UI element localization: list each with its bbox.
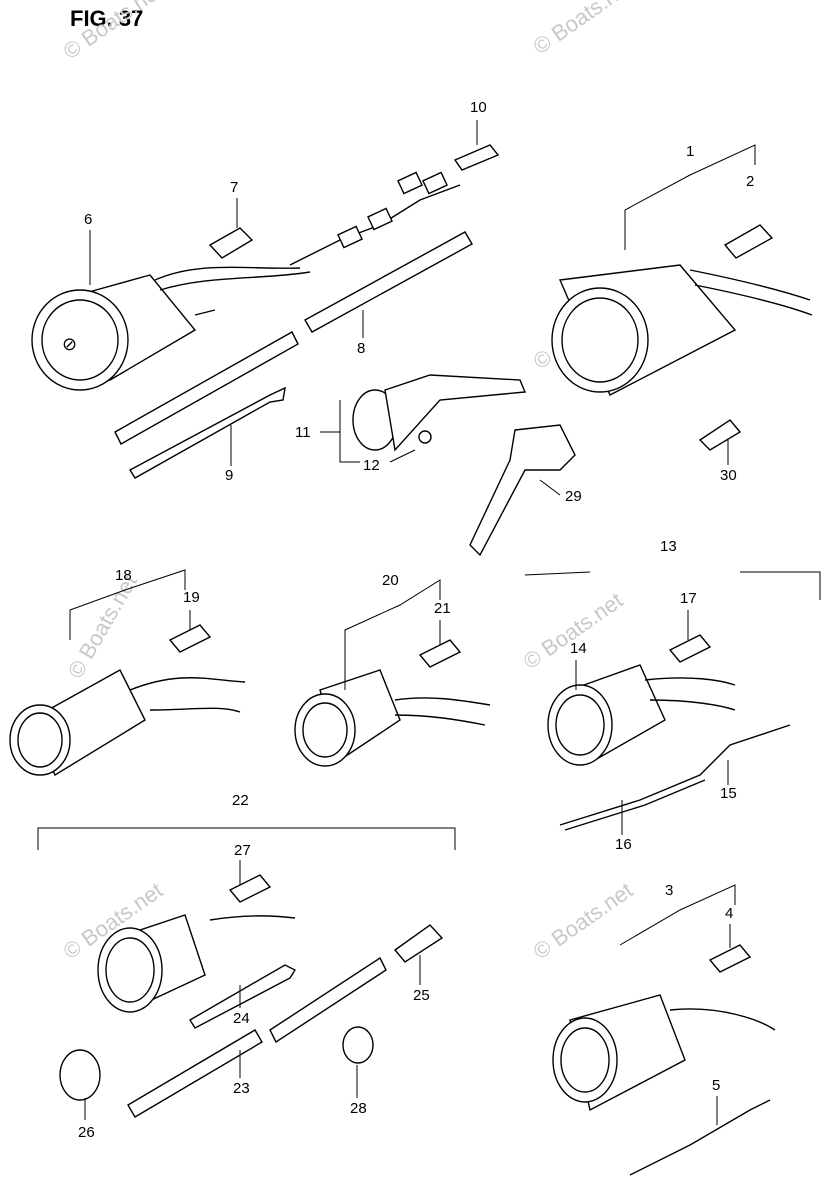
callout-7: 7 [230,179,238,196]
callout-19: 19 [183,589,200,606]
gauge-18-illustration [9,669,246,777]
callout-8: 8 [357,340,365,357]
connector-5-illustration [629,1099,771,1176]
bulb-10-illustration [453,144,500,171]
gauge-1-illustration [551,264,813,396]
svg-text:⊘: ⊘ [62,334,77,354]
gauge-22-illustration [97,914,296,1013]
callout-9: 9 [225,467,233,484]
bracket-13-line [524,571,821,600]
gauge-6-illustration: ⊘ [31,266,311,391]
callout-16: 16 [615,836,632,853]
sender-25-illustration [393,924,444,963]
bracket-18-line [69,569,186,640]
bulb-4-illustration [708,944,752,973]
tube-9-illustration [114,331,299,445]
wire-15-16-illustration [559,724,791,831]
callout-24: 24 [233,1010,250,1027]
bracket-20-line [344,579,441,690]
gauge-14-illustration [547,664,736,766]
switch-11-illustration [352,374,527,452]
callout-27: 27 [234,842,251,859]
leader-lines [84,120,731,1125]
callout-23: 23 [233,1080,250,1097]
callout-4: 4 [725,905,733,922]
callout-25: 25 [413,987,430,1004]
watermark: © Boats.net [529,0,638,59]
callout-26: 26 [78,1124,95,1141]
callout-labels: 1 2 3 4 5 6 7 8 9 10 11 12 13 14 15 16 1… [78,99,754,1141]
sender-30-illustration [698,419,742,451]
callout-28: 28 [350,1100,367,1117]
callout-30: 30 [720,467,737,484]
callout-29: 29 [565,488,582,505]
callout-15: 15 [720,785,737,802]
bulb-27-illustration [228,874,272,903]
figure-title: FIG. 37 [70,6,143,31]
wire-harness-illustration [289,171,461,266]
grommet-28-illustration [342,1026,374,1064]
tie-strap-illustration [129,386,286,479]
callout-6: 6 [84,211,92,228]
tube-8-illustration [304,231,473,333]
callout-14: 14 [570,640,587,657]
gauge-20-illustration [294,669,491,767]
bracket-3-line [619,884,736,946]
gauge-3-illustration [552,994,776,1112]
callout-18: 18 [115,567,132,584]
callout-1: 1 [686,143,694,160]
bulb-2-illustration [723,224,774,259]
watermark-group: © Boats.net © Boats.net © Boats.net © Bo… [59,0,638,964]
watermark: © Boats.net [529,877,638,964]
callout-13: 13 [660,538,677,555]
tube-bottom-illustration [269,956,387,1044]
bracket-22-line [37,827,456,850]
lever-29-illustration [469,424,576,557]
callout-5: 5 [712,1077,720,1094]
callout-2: 2 [746,173,754,190]
callout-10: 10 [470,99,487,116]
grommet-26-illustration [59,1049,101,1101]
watermark: © Boats.net [519,587,628,674]
callout-11: 11 [295,424,311,441]
tube-23-illustration [127,1029,263,1118]
callout-21: 21 [434,600,451,617]
callout-22: 22 [232,792,249,809]
watermark: © Boats.net [63,570,142,682]
tie-strap-24-illustration [189,964,297,1029]
callout-3: 3 [665,882,673,899]
callout-20: 20 [382,572,399,589]
bulb-17-illustration [668,634,712,663]
bulb-7-illustration [208,227,254,259]
bracket-1-line [624,144,756,250]
callout-12: 12 [363,457,380,474]
callout-17: 17 [680,590,697,607]
